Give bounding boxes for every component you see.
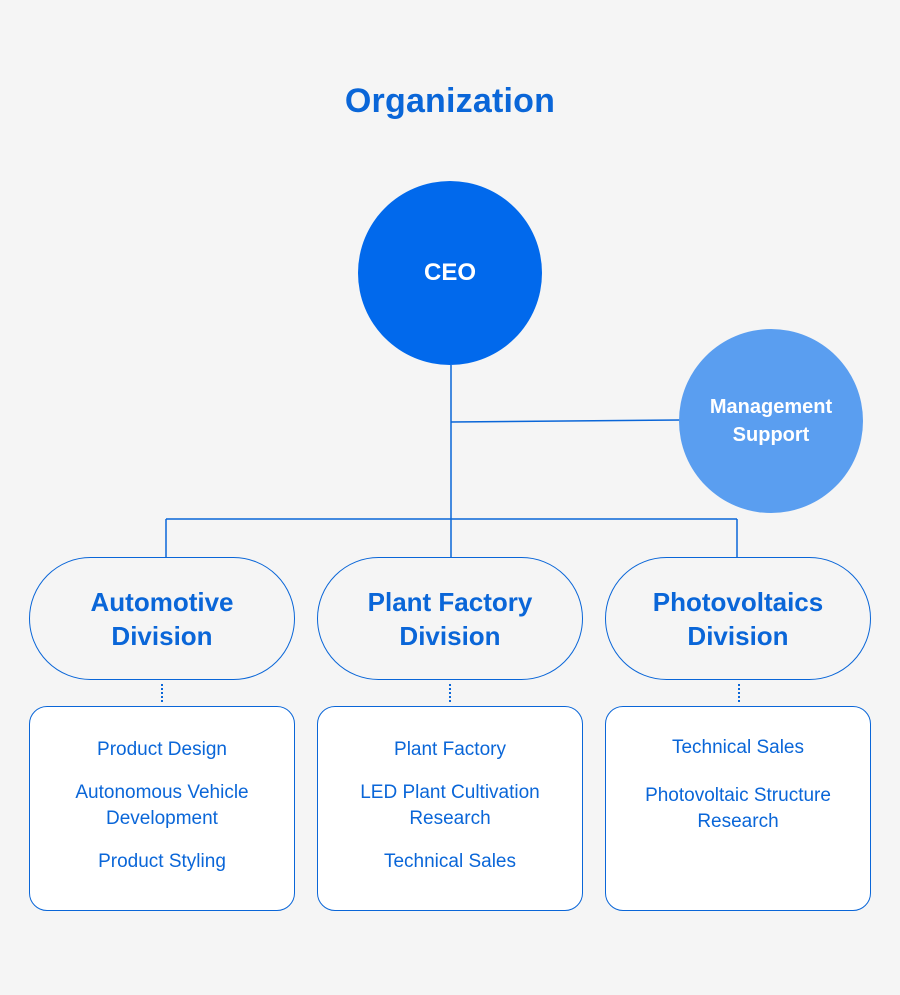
- team-led-plant-cultivation-research: LED Plant Cultivation Research: [360, 782, 540, 829]
- plant-factory-dotted-connector: [449, 684, 453, 702]
- division-photovoltaics: Photovoltaics Division: [605, 557, 871, 680]
- team-autonomous-vehicle-development: Autonomous Vehicle Development: [75, 782, 249, 829]
- plant-factory-teams-box: Plant Factory LED Plant Cultivation Rese…: [317, 706, 583, 911]
- automotive-teams-box: Product Design Autonomous Vehicle Develo…: [29, 706, 295, 911]
- division-automotive: Automotive Division: [29, 557, 295, 680]
- management-branch-line: [450, 419, 681, 423]
- photovoltaics-teams-box: Technical Sales Photovoltaic Structure R…: [605, 706, 871, 911]
- automotive-dotted-connector: [161, 684, 165, 702]
- team-technical-sales: Technical Sales: [383, 851, 517, 872]
- division-plant-factory: Plant Factory Division: [317, 557, 583, 680]
- page-title: Organization: [344, 82, 556, 120]
- photovoltaics-dotted-connector: [738, 684, 742, 702]
- ceo-node: CEO: [358, 181, 542, 365]
- management-support-node: Management Support: [679, 329, 863, 513]
- team-photovoltaic-structure-research: Photovoltaic Structure Research: [645, 785, 831, 832]
- team-product-design: Product Design: [97, 739, 227, 760]
- team-technical-sales: Technical Sales: [671, 737, 805, 758]
- team-product-styling: Product Styling: [98, 851, 226, 872]
- team-plant-factory: Plant Factory: [394, 739, 506, 760]
